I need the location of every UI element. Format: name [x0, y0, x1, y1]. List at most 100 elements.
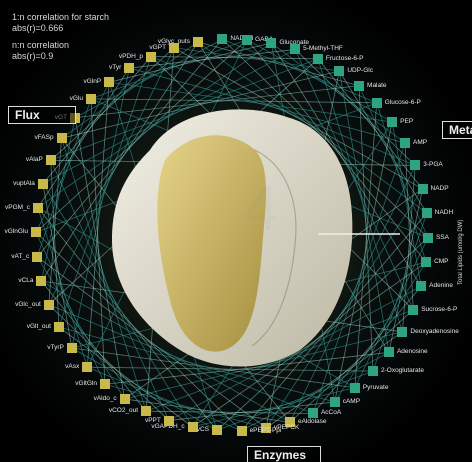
correlation-edge [312, 286, 422, 414]
correlation-edge [376, 102, 427, 263]
starch-granule [112, 109, 353, 367]
correlation-edge [109, 42, 272, 83]
correlation-edge [173, 47, 340, 72]
node-label: vTyr [109, 64, 122, 72]
node-label: Malate [367, 81, 387, 89]
node-cell-nadph[interactable] [217, 34, 228, 45]
node-cell-valap[interactable] [45, 155, 56, 166]
node-cell-nadp[interactable] [417, 183, 428, 194]
node-label: vAT_c [11, 252, 30, 260]
node-cell-deoxyadenosine[interactable] [397, 326, 408, 337]
node-cell-vpgm-c[interactable] [32, 202, 43, 213]
background-letter: 4 [243, 172, 279, 244]
node-cell-3-pga[interactable] [410, 160, 421, 171]
node-cell-vpdh-p[interactable] [146, 51, 157, 62]
correlation-edge [197, 41, 360, 87]
node-cell-udp-glc[interactable] [334, 65, 345, 76]
node-cell-camp[interactable] [329, 396, 340, 407]
node-cell-adenosine[interactable] [383, 347, 394, 358]
node-label: vGlyc_outs [157, 37, 190, 45]
node-cell-vuptala[interactable] [37, 178, 48, 189]
correlation-edge [74, 38, 223, 118]
node-label: vAsx [65, 363, 80, 371]
node-label: vGlt_out [26, 323, 51, 331]
node-label: Adenine [429, 282, 453, 290]
correlation-edge [37, 67, 130, 208]
node-cell-accoa[interactable] [307, 408, 318, 419]
node-cell-malate[interactable] [354, 80, 365, 91]
node-cell-nadh[interactable] [421, 208, 432, 219]
node-cell-vglnp[interactable] [104, 77, 115, 88]
node-cell-vtyr[interactable] [124, 63, 135, 74]
node-label: PEP [400, 118, 414, 126]
node-cell-vcs[interactable] [211, 425, 222, 436]
node-label: 5-Methyl-THF [303, 45, 343, 53]
correlation-legend: 1:n correlation for starch abs(r)=0.666 … [12, 12, 109, 62]
node-cell-vat-c[interactable] [32, 251, 43, 262]
correlation-edge [151, 56, 318, 60]
correlation-edge [391, 121, 422, 287]
node-cell-5-methyl-thf[interactable] [290, 44, 301, 55]
node-cell-vglt-out[interactable] [53, 322, 64, 333]
node-cell-adenine[interactable] [416, 281, 427, 292]
node-cell-vfasp[interactable] [56, 133, 67, 144]
node-cell-vgltgln[interactable] [99, 379, 110, 390]
node-label: vFASp [34, 134, 54, 142]
enzymes-section-label[interactable]: Enzymes [247, 446, 321, 462]
node-label: AcCoA [320, 409, 342, 417]
node-label: UDP-Glc [347, 66, 373, 74]
legend-threshold-1n: abs(r)=0.666 [12, 23, 64, 33]
node-label: vGAPDH_c [151, 422, 185, 430]
correlation-edge [36, 98, 92, 257]
node-label: vTyrP [47, 343, 64, 351]
node-label: vGltGln [75, 380, 97, 388]
starch-inner-core [157, 135, 266, 352]
node-label: Pyruvate [362, 383, 389, 391]
node-label: 3-PGA [423, 161, 443, 169]
node-cell-vpepck[interactable] [261, 423, 272, 434]
correlation-edge [50, 47, 175, 161]
node-cell-gluconate[interactable] [266, 38, 277, 48]
node-cell-cmp[interactable] [421, 257, 432, 268]
node-cell-ealdolase[interactable] [284, 417, 295, 428]
metabolites-section-label[interactable]: Meta [442, 121, 472, 139]
node-cell-vppt[interactable] [163, 415, 174, 426]
node-cell-vtyrp[interactable] [66, 342, 77, 353]
node-cell-gaba[interactable] [242, 34, 253, 45]
node-cell-pep[interactable] [387, 117, 398, 128]
node-cell-sucrose-6-p[interactable] [408, 304, 419, 315]
node-label: vGlc_out [15, 300, 41, 308]
node-label: vCO2_out [108, 407, 139, 415]
node-cell-ssa[interactable] [422, 232, 433, 243]
node-cell-glucose-6-p[interactable] [371, 97, 382, 108]
node-cell-vcla[interactable] [36, 276, 47, 287]
node-cell-2-oxoglutarate[interactable] [367, 366, 378, 377]
correlation-edge [354, 237, 429, 388]
node-cell-fructose-6-p[interactable] [312, 53, 323, 64]
node-cell-vasx[interactable] [82, 362, 93, 373]
node-cell-vgapdh-c[interactable] [187, 421, 198, 432]
node-cell-valdo-c[interactable] [119, 394, 130, 404]
correlation-edge [241, 352, 390, 432]
correlation-edge [48, 304, 170, 421]
node-cell-vgpt[interactable] [169, 42, 180, 53]
node-cell-epept-ppi[interactable] [236, 425, 247, 436]
node-cell-pyruvate[interactable] [349, 382, 360, 393]
node-cell-vglyc-outs[interactable] [192, 36, 203, 47]
node-cell-vglc-out[interactable] [43, 299, 54, 310]
node-label: AMP [413, 138, 428, 146]
correlation-edge [146, 410, 313, 414]
legend-title-1n: 1:n correlation for starch [12, 12, 110, 22]
node-cell-amp[interactable] [400, 137, 411, 148]
node-label: vAlaP [25, 156, 43, 164]
node-label: SSA [435, 233, 449, 241]
node-label: vPDH_p [118, 52, 144, 60]
correlation-edge [334, 262, 427, 403]
node-cell-vglnglu[interactable] [31, 227, 42, 238]
node-cell-vco2-out[interactable] [141, 406, 152, 417]
correlation-edge [192, 387, 355, 428]
node-cell-vglu[interactable] [86, 93, 96, 104]
flux-section-label[interactable]: Flux [8, 106, 76, 124]
correlation-edge [41, 117, 76, 282]
correlation-edge [372, 213, 428, 372]
